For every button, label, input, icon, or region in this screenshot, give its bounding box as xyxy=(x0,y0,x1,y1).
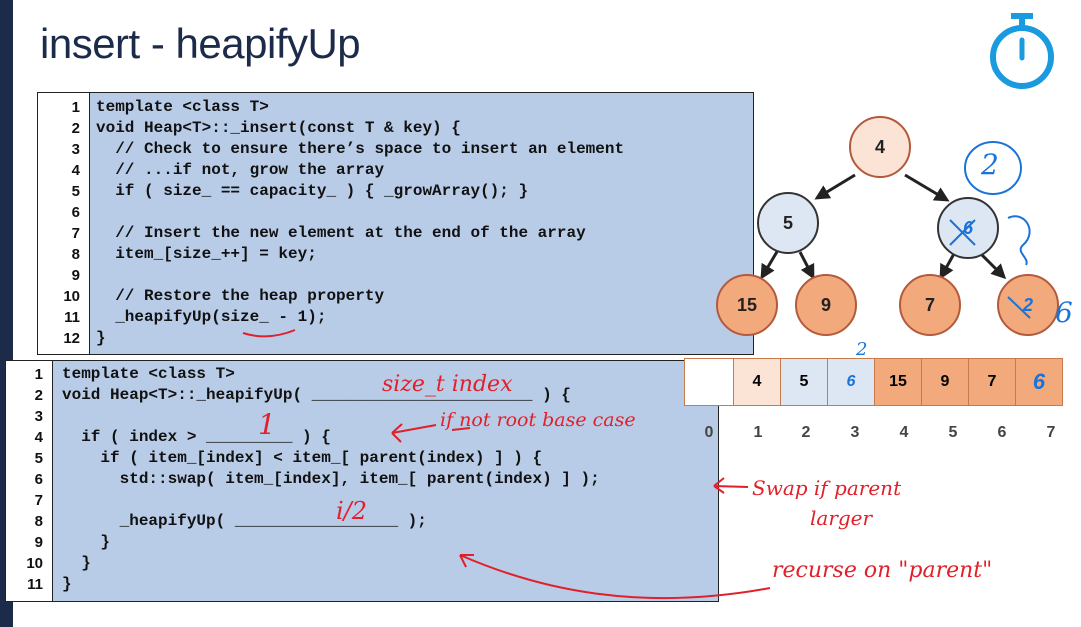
tree-edge xyxy=(939,251,957,280)
array-index: 7 xyxy=(1046,424,1056,441)
array-cell: 15 xyxy=(874,358,922,406)
tree-node-root: 4 xyxy=(849,116,911,178)
code-line: } xyxy=(62,533,111,551)
code-line: template <class T> xyxy=(96,98,269,116)
base-case-note: if not root base case xyxy=(440,409,636,431)
code-line: // ...if not, grow the array xyxy=(96,161,385,179)
code-line: if ( size_ == capacity_ ) { _growArray()… xyxy=(96,182,529,200)
blue-circled-number: 2 xyxy=(981,148,999,181)
code-line: item_[size_++] = key; xyxy=(96,245,317,263)
line-number: 1 xyxy=(34,366,43,383)
line-number: 2 xyxy=(34,387,43,404)
line-number: 11 xyxy=(27,576,43,593)
code-line: } xyxy=(62,554,91,572)
tree-node-leaf: 7 xyxy=(899,274,961,336)
line-number: 2 xyxy=(71,120,80,137)
tree-edge xyxy=(760,249,780,280)
code-line: } xyxy=(96,329,106,347)
tree-edge xyxy=(798,251,815,280)
array-cell: 6 xyxy=(827,358,875,406)
line-number: 10 xyxy=(63,288,80,305)
tree-edge xyxy=(977,250,1007,280)
array-cell: 7 xyxy=(968,358,1016,406)
array-index: 2 xyxy=(801,424,811,441)
array-index: 3 xyxy=(850,424,860,441)
tree-node-left: 5 xyxy=(757,192,819,254)
swap-note: Swap if parent xyxy=(752,476,902,500)
line-number: 4 xyxy=(71,162,80,179)
code-line: // Restore the heap property xyxy=(96,287,385,305)
code-line: void Heap<T>::_insert(const T & key) { xyxy=(96,119,461,137)
line-number: 7 xyxy=(34,492,43,509)
heap-tree-diagram xyxy=(760,173,1007,280)
line-number-gutter xyxy=(6,361,53,601)
array-index: 0 xyxy=(704,424,714,441)
code-line: // Check to ensure there’s space to inse… xyxy=(96,140,625,158)
line-number: 10 xyxy=(26,555,43,572)
code-line: if ( item_[index] < item_[ parent(index)… xyxy=(62,449,543,467)
line-number-gutter xyxy=(38,93,90,354)
line-number: 3 xyxy=(71,141,80,158)
line-number: 8 xyxy=(34,513,43,530)
line-number: 5 xyxy=(34,450,43,467)
array-index: 6 xyxy=(997,424,1007,441)
blue-six: 6 xyxy=(1055,296,1073,329)
tree-edge xyxy=(904,173,950,202)
crossed-value: 2 xyxy=(1022,294,1033,315)
stopwatch-icon xyxy=(990,13,1054,89)
line-number: 5 xyxy=(71,183,80,200)
line-number: 9 xyxy=(71,267,80,284)
line-number: 1 xyxy=(71,99,80,116)
array-index: 1 xyxy=(753,424,763,441)
code-line: if ( index > _________ ) { xyxy=(62,428,331,446)
tree-edge xyxy=(814,173,856,200)
code-line: _heapifyUp( _________________ ); xyxy=(62,512,427,530)
base-value-annotation: 1 xyxy=(258,408,276,441)
param-annotation: size_t index xyxy=(382,372,513,397)
array-cell: 6 xyxy=(1015,358,1063,406)
line-number: 9 xyxy=(34,534,43,551)
blue-two: 2 xyxy=(856,339,868,360)
tree-node-leaf: 15 xyxy=(716,274,778,336)
code-line: template <class T> xyxy=(62,365,235,383)
blue-annotations xyxy=(949,141,1031,319)
array-cell xyxy=(684,358,734,406)
line-number: 3 xyxy=(34,408,43,425)
line-number: 4 xyxy=(34,429,43,446)
line-number: 6 xyxy=(71,204,80,221)
array-cell: 5 xyxy=(780,358,828,406)
line-number: 7 xyxy=(71,225,80,242)
code-line: void Heap<T>::_heapifyUp( ______________… xyxy=(62,386,571,404)
tree-node-leaf: 9 xyxy=(795,274,857,336)
line-number: 6 xyxy=(34,471,43,488)
array-index: 5 xyxy=(948,424,958,441)
slide-title: insert - heapifyUp xyxy=(40,20,361,67)
code-line: std::swap( item_[index], item_[ parent(i… xyxy=(62,470,600,488)
recurse-note: recurse on "parent" xyxy=(772,558,993,583)
code-line: } xyxy=(62,575,72,593)
code-line: _heapifyUp(size_ - 1); xyxy=(96,308,327,326)
line-number: 11 xyxy=(64,309,80,326)
line-number: 12 xyxy=(63,330,80,347)
recurse-arg-annotation: i/2 xyxy=(336,497,368,525)
heap-array: 4 5 6 15 9 7 6 xyxy=(684,358,1063,406)
tree-node-leaf: 2 xyxy=(997,274,1059,336)
code-line: // Insert the new element at the end of … xyxy=(96,224,586,242)
swap-note-2: larger xyxy=(810,506,873,530)
array-index: 4 xyxy=(899,424,909,441)
array-cell: 9 xyxy=(921,358,969,406)
line-number: 8 xyxy=(71,246,80,263)
